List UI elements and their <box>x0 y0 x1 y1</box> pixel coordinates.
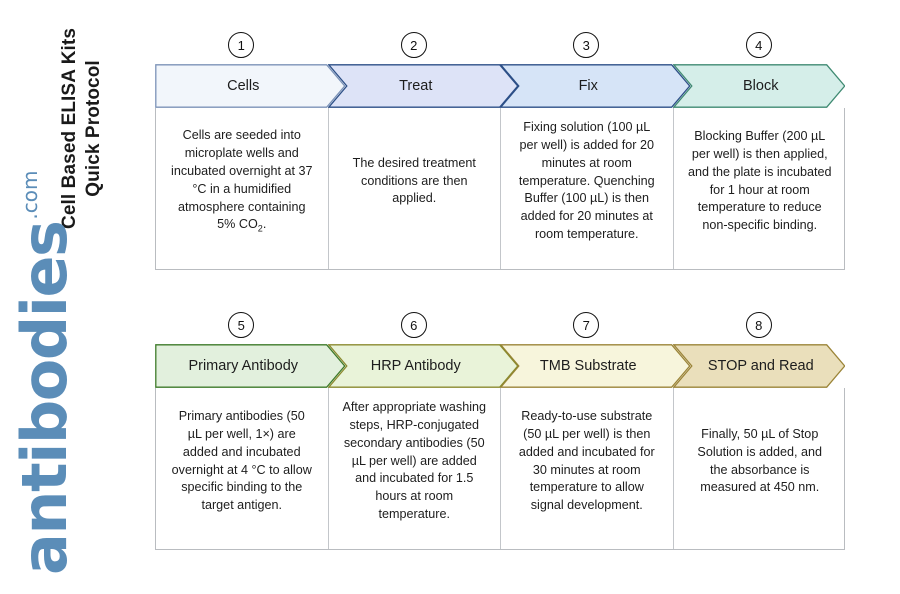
step-chevron-label-5: Primary Antibody <box>188 358 299 374</box>
step-chevron-label-3: Fix <box>578 78 598 94</box>
step-chevron-shape-7 <box>500 344 691 388</box>
step-number-badge-7: 7 <box>573 312 600 338</box>
step-description-text-8: Finally, 50 µL of Stop Solution is added… <box>697 426 823 495</box>
step-chevron-7[interactable]: TMB Substrate <box>500 344 691 388</box>
step-chevron-shape-3 <box>500 64 691 108</box>
step-chevron-8[interactable]: STOP and Read <box>672 344 845 388</box>
page-title-text: Cell Based ELISA Kits Quick Protocol <box>59 28 104 229</box>
step-description-cards-row-1: Cells are seeded into microplate wells a… <box>155 108 845 270</box>
step-chevron-2[interactable]: Treat <box>327 64 518 108</box>
step-chevron-1[interactable]: Cells <box>155 64 346 108</box>
step-number-badge-1: 1 <box>228 32 255 58</box>
step-description-card-3: Fixing solution (100 µL per well) is add… <box>501 108 674 269</box>
step-chevron-label-1: Cells <box>227 78 260 94</box>
step-chevrons-row-1: Cells Treat Fix Block <box>155 64 845 108</box>
step-chevron-shape-8 <box>672 344 845 388</box>
step-chevron-shape-2 <box>327 64 518 108</box>
step-description-card-6: After appropriate washing steps, HRP-con… <box>329 388 501 549</box>
step-number-badge-5: 5 <box>228 312 255 338</box>
step-description-text-7: Ready-to-use substrate (50 µL per well) … <box>518 408 655 513</box>
step-description-card-5: Primary antibodies (50 µL per well, 1×) … <box>156 388 329 549</box>
step-description-cards-row-2: Primary antibodies (50 µL per well, 1×) … <box>155 388 845 550</box>
step-description-card-4: Blocking Buffer (200 µL per well) is the… <box>674 108 847 269</box>
step-description-card-7: Ready-to-use substrate (50 µL per well) … <box>501 388 674 549</box>
step-chevron-3[interactable]: Fix <box>500 64 691 108</box>
step-chevrons-row-2: Primary Antibody HRP Antibody TMB Substrat… <box>155 344 845 388</box>
step-chevron-6[interactable]: HRP Antibody <box>327 344 518 388</box>
step-number-badge-4: 4 <box>745 32 772 58</box>
step-description-text-6: After appropriate washing steps, HRP-con… <box>342 399 487 522</box>
step-number-badges-row-2: 5 6 7 8 <box>155 312 845 344</box>
step-chevron-5[interactable]: Primary Antibody <box>155 344 346 388</box>
step-chevron-shape-1 <box>155 64 346 108</box>
protocol-row-2: 5 6 7 8 Primary Antibody HRP Antibody TMB Sub… <box>155 312 845 550</box>
step-chevron-label-8: STOP and Read <box>707 358 814 374</box>
step-number-badges-row-1: 1 2 3 4 <box>155 32 845 64</box>
step-description-text-5: Primary antibodies (50 µL per well, 1×) … <box>171 408 312 513</box>
step-chevron-shape-5 <box>155 344 346 388</box>
step-chevron-4[interactable]: Block <box>672 64 845 108</box>
step-chevron-shape-4 <box>672 64 845 108</box>
step-number-badge-6: 6 <box>400 312 427 338</box>
step-description-card-1: Cells are seeded into microplate wells a… <box>156 108 329 269</box>
step-number-badge-8: 8 <box>745 312 772 338</box>
step-description-text-1: Cells are seeded into microplate wells a… <box>171 128 313 234</box>
step-number-badge-3: 3 <box>573 32 600 58</box>
step-chevron-shape-6 <box>327 344 518 388</box>
step-chevron-label-6: HRP Antibody <box>370 358 461 374</box>
step-number-badge-2: 2 <box>400 32 427 58</box>
step-description-text-2: The desired treatment conditions are the… <box>352 155 476 206</box>
step-chevron-label-2: Treat <box>399 78 433 94</box>
brand-logo: antibodies .com <box>8 170 144 575</box>
step-description-card-8: Finally, 50 µL of Stop Solution is added… <box>674 388 847 549</box>
step-description-text-4: Blocking Buffer (200 µL per well) is the… <box>687 128 832 233</box>
brand-logo-wordmark: antibodies <box>8 221 81 575</box>
step-chevron-label-4: Block <box>743 78 779 94</box>
step-description-card-2: The desired treatment conditions are the… <box>329 108 501 269</box>
step-chevron-label-7: TMB Substrate <box>539 358 637 374</box>
step-description-text-3: Fixing solution (100 µL per well) is add… <box>518 119 655 242</box>
protocol-row-1: 1 2 3 4 Cells Treat Fix Block Cells are seeded… <box>155 32 845 270</box>
brand-logo-tld: .com <box>18 170 42 220</box>
